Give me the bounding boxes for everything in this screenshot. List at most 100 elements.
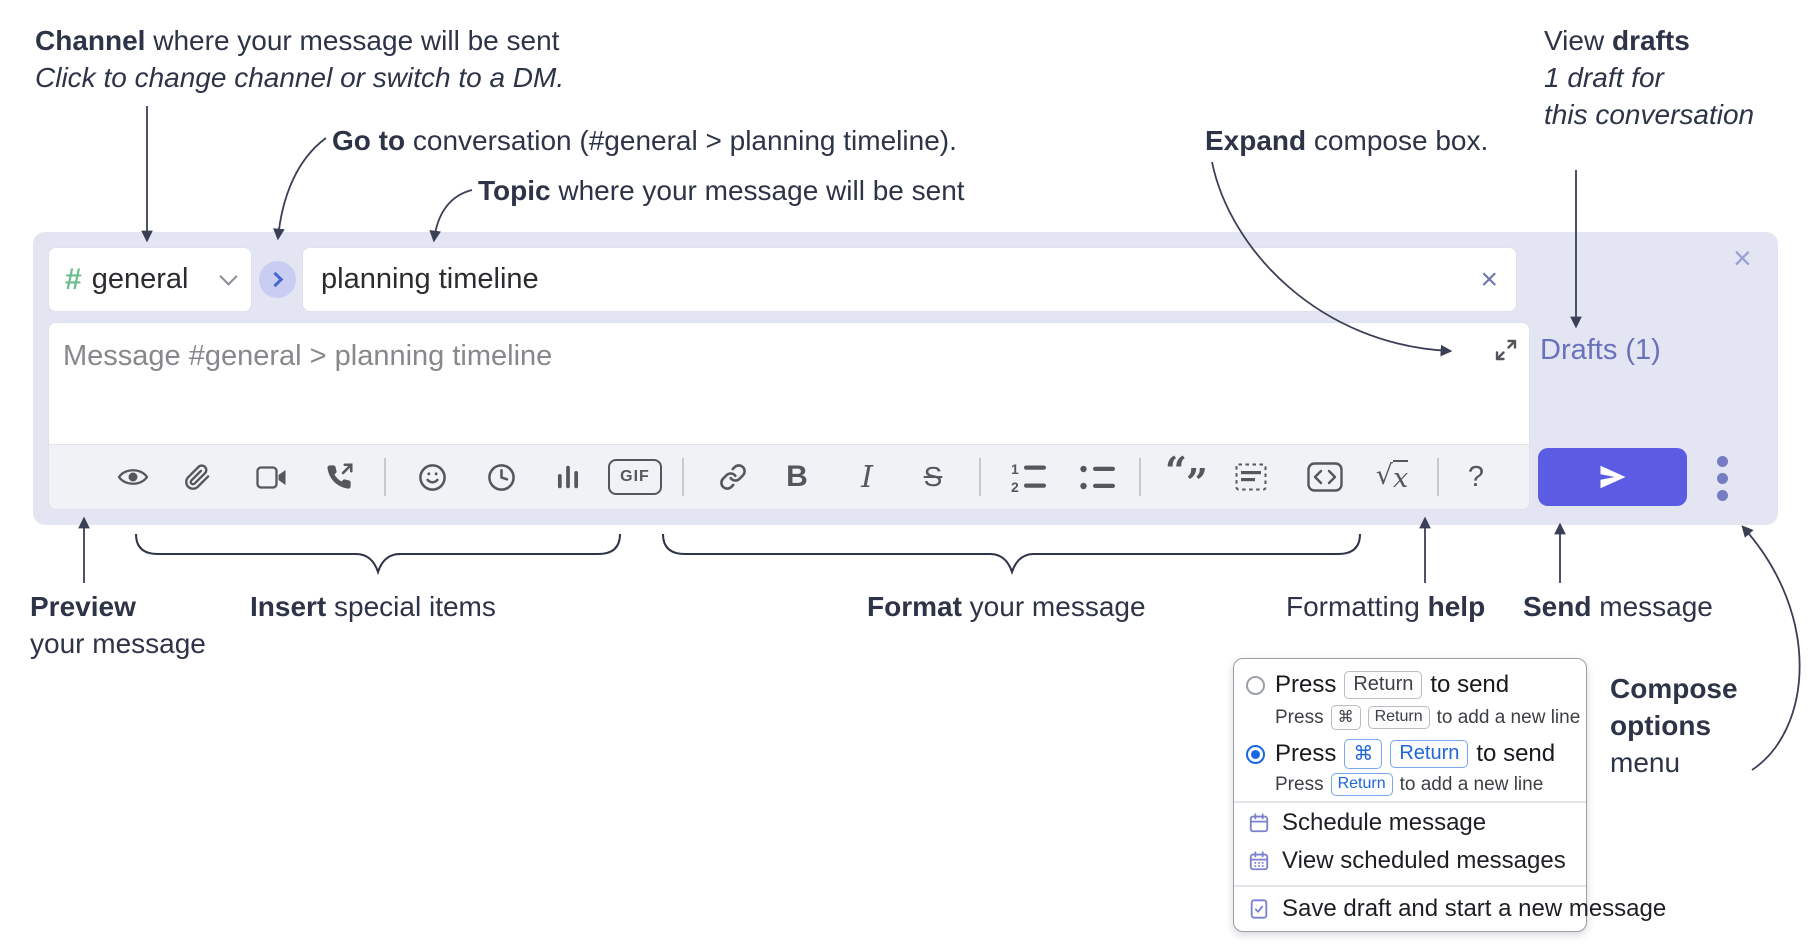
brace-insert xyxy=(135,533,621,576)
annotation-channel-rest: where your message will be sent xyxy=(145,25,560,56)
expand-diagonal-icon xyxy=(1495,339,1517,361)
clear-topic-button[interactable]: × xyxy=(1480,262,1498,296)
paperclip-icon xyxy=(184,463,209,490)
annotation-insert: Insert special items xyxy=(250,591,496,622)
radio-option-cmd-return-to-send[interactable]: Press ⌘ Return to send xyxy=(1246,739,1555,769)
attach-file-button[interactable] xyxy=(169,445,225,509)
bar-chart-icon xyxy=(557,465,579,489)
chevron-down-icon xyxy=(219,267,238,286)
brace-format xyxy=(662,533,1361,576)
smiley-icon xyxy=(418,463,446,491)
preview-button[interactable] xyxy=(105,445,161,509)
key-return: Return xyxy=(1330,773,1393,796)
annotation-channel-bold: Channel xyxy=(35,25,146,56)
bulleted-list-button[interactable] xyxy=(1069,445,1125,509)
goto-conversation-button[interactable] xyxy=(259,261,296,298)
kebab-dot xyxy=(1717,490,1728,501)
send-icon xyxy=(1600,465,1625,489)
kebab-dot xyxy=(1717,473,1728,484)
channel-selector[interactable]: # general xyxy=(48,247,252,312)
menu-item-view-scheduled-messages[interactable]: View scheduled messages xyxy=(1248,847,1566,875)
annotation-send: Send message xyxy=(1523,591,1713,622)
compose-options-menu: Press Return to send Press ⌘ Return to a… xyxy=(1233,658,1666,932)
menu-item-schedule-message[interactable]: Schedule message xyxy=(1248,809,1486,837)
bulleted-list-icon xyxy=(1079,465,1115,489)
key-return: Return xyxy=(1367,706,1430,729)
topic-input[interactable]: planning timeline × xyxy=(302,247,1517,312)
italic-icon: I xyxy=(861,459,873,495)
annotation-compose-options: Compose options menu xyxy=(1610,673,1738,778)
kebab-dot xyxy=(1717,456,1728,467)
eye-icon xyxy=(117,469,149,485)
code-icon xyxy=(1307,462,1343,492)
draft-check-icon xyxy=(1250,899,1268,919)
radio-option-cmd-return-subtext: Press Return to add a new line xyxy=(1275,773,1544,796)
compose-options-button[interactable] xyxy=(1717,456,1728,501)
radio-option-return-to-send[interactable]: Press Return to send xyxy=(1246,671,1509,699)
message-placeholder: Message #general > planning timeline xyxy=(63,340,553,372)
calendar-icon xyxy=(1249,813,1269,833)
quote-button[interactable] xyxy=(1159,445,1215,509)
bold-icon: B xyxy=(786,460,808,493)
formatting-help-button[interactable]: ? xyxy=(1448,445,1504,509)
gif-icon: GIF xyxy=(608,459,662,495)
annotation-topic: Topic where your message will be sent xyxy=(478,175,965,206)
toolbar-divider xyxy=(384,458,386,496)
compose-box: # general planning timeline × × Message … xyxy=(33,232,1778,525)
svg-text:1: 1 xyxy=(1011,462,1019,477)
close-compose-button[interactable]: × xyxy=(1733,240,1752,276)
numbered-list-button[interactable]: 1 2 xyxy=(1000,445,1056,509)
svg-text:2: 2 xyxy=(1011,479,1019,493)
annotation-channel: Channel where your message will be sent … xyxy=(35,22,564,96)
annotation-goto: Go to conversation (#general > planning … xyxy=(332,125,957,156)
annotation-expand: Expand compose box. xyxy=(1205,125,1489,156)
numbered-list-icon: 1 2 xyxy=(1011,462,1046,493)
menu-divider xyxy=(1234,801,1586,803)
radio-selected-icon[interactable] xyxy=(1246,744,1265,764)
toolbar-divider xyxy=(1437,458,1439,496)
spoiler-button[interactable] xyxy=(1223,445,1279,509)
annotation-channel-sub: Click to change channel or switch to a D… xyxy=(35,62,565,93)
menu-item-save-draft[interactable]: Save draft and start a new message xyxy=(1248,895,1666,923)
leader-goto xyxy=(273,137,327,241)
drafts-link[interactable]: Drafts (1) xyxy=(1540,334,1661,366)
expand-compose-button[interactable] xyxy=(1493,337,1519,363)
leader-compose-options xyxy=(1741,525,1801,771)
code-button[interactable] xyxy=(1297,445,1353,509)
video-camera-icon xyxy=(255,465,285,489)
bold-button[interactable]: B xyxy=(769,445,825,509)
toolbar-divider xyxy=(682,458,684,496)
phone-outgoing-icon xyxy=(327,463,353,489)
annotation-formatting-help: Formatting help xyxy=(1286,591,1486,622)
quote-icon xyxy=(1164,448,1210,505)
emoji-button[interactable] xyxy=(404,445,460,509)
add-global-time-button[interactable] xyxy=(473,445,529,509)
toolbar-divider xyxy=(1139,458,1141,496)
link-icon xyxy=(720,464,746,490)
message-textarea[interactable]: Message #general > planning timeline xyxy=(48,322,1530,510)
channel-hash-icon: # xyxy=(65,262,82,296)
key-return: Return xyxy=(1390,740,1469,768)
topic-value: planning timeline xyxy=(321,263,539,295)
add-gif-button[interactable]: GIF xyxy=(603,445,667,509)
voice-call-button[interactable] xyxy=(311,445,367,509)
key-cmd: ⌘ xyxy=(1330,705,1361,730)
italic-button[interactable]: I xyxy=(839,445,895,509)
strikethrough-button[interactable]: S xyxy=(905,445,961,509)
annotation-view-drafts: View drafts 1 draft for this conversatio… xyxy=(1544,25,1755,130)
video-call-button[interactable] xyxy=(243,445,299,509)
clock-icon xyxy=(487,463,515,491)
annotation-preview: Preview your message xyxy=(30,591,206,659)
insert-link-button[interactable] xyxy=(705,445,761,509)
latex-math-icon: √x xyxy=(1375,460,1409,494)
add-poll-button[interactable] xyxy=(540,445,596,509)
math-button[interactable]: √x xyxy=(1364,445,1420,509)
send-button[interactable] xyxy=(1538,448,1687,506)
strikethrough-icon: S xyxy=(923,461,943,492)
compose-toolbar: GIF B I S 1 2 xyxy=(49,444,1529,509)
radio-unselected-icon[interactable] xyxy=(1246,675,1265,695)
chevron-right-icon xyxy=(267,271,284,288)
key-cmd: ⌘ xyxy=(1344,739,1383,769)
calendar-grid-icon xyxy=(1249,851,1269,871)
channel-name: general xyxy=(91,263,189,295)
